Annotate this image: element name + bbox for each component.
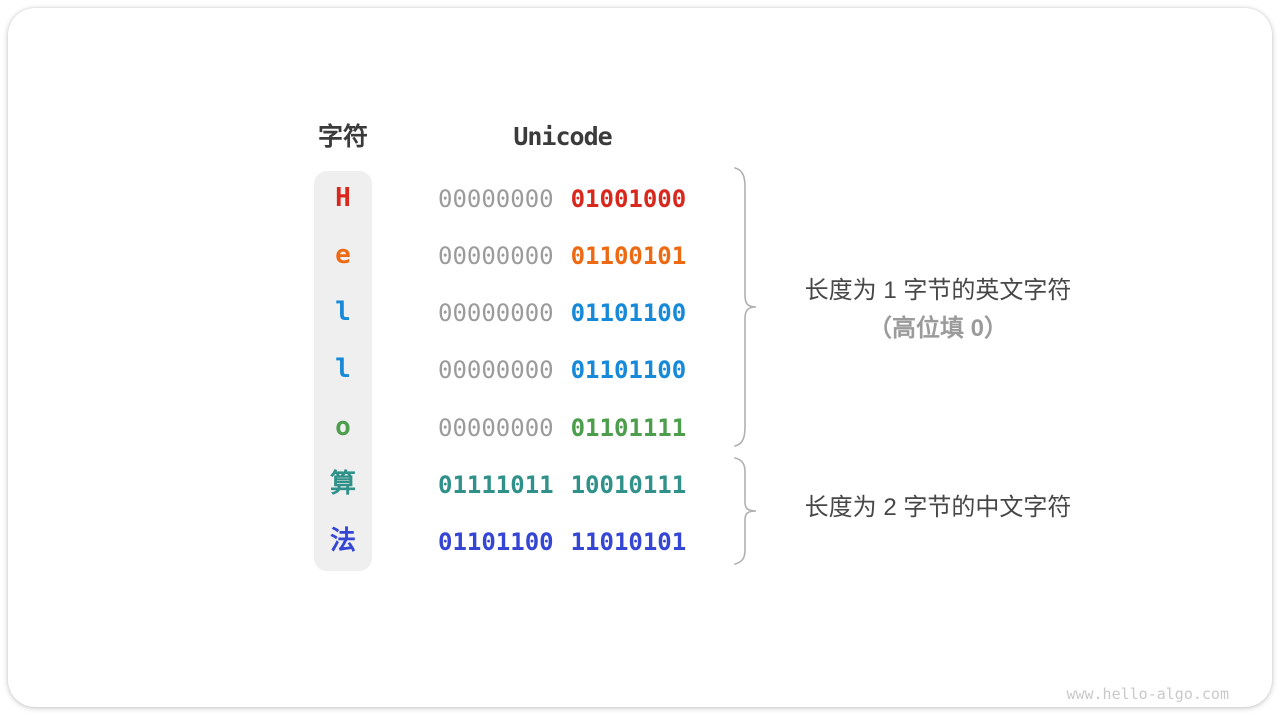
annotation-line: 长度为 2 字节的中文字符 [804,494,1072,521]
byte1-cell: 00000000 [438,241,554,270]
brace-icon [734,457,758,565]
annotation-english-chars: 长度为 1 字节的英文字符 （高位填 0） [778,272,1098,348]
site-url-watermark: www.hello-algo.com [1066,685,1229,703]
byte1-cell: 01111011 [438,470,554,499]
diagram-card: 字符 Unicode H 00000000 01001000 e 0000000… [8,8,1272,707]
char-column-header: 字符 [317,123,368,151]
char-cell: o [335,412,351,442]
annotation-line: （高位填 0） [867,315,1008,342]
char-cell: l [335,297,351,327]
byte2-cell: 01101100 [570,355,687,384]
table-row: o 00000000 01101111 [8,399,1272,456]
byte2-cell: 01001000 [570,184,687,213]
unicode-column-header: Unicode [513,122,612,151]
annotation-line: 长度为 1 字节的英文字符 [804,277,1072,304]
brace-icon [734,167,758,447]
byte2-cell: 01101111 [570,413,687,442]
byte1-cell: 01101100 [438,527,554,556]
table-row: H 00000000 01001000 [8,170,1272,227]
table-row: 法 01101100 11010101 [8,513,1272,570]
char-cell: l [335,354,351,384]
table-row: 算 01111011 10010111 [8,456,1272,513]
byte2-cell: 01101100 [570,298,687,327]
char-cell: 算 [329,469,356,499]
char-cell: 法 [329,526,356,556]
byte2-cell: 10010111 [570,470,687,499]
byte2-cell: 01100101 [570,241,687,270]
byte1-cell: 00000000 [438,184,554,213]
byte1-cell: 00000000 [438,355,554,384]
byte1-cell: 00000000 [438,413,554,442]
table-row: l 00000000 01101100 [8,341,1272,398]
char-cell: e [335,240,351,270]
encoding-table: H 00000000 01001000 e 00000000 01100101 … [8,8,1272,707]
char-column-background [314,171,372,571]
char-cell: H [335,183,351,213]
table-row: e 00000000 01100101 [8,227,1272,284]
annotation-chinese-chars: 长度为 2 字节的中文字符 [778,489,1098,527]
byte1-cell: 00000000 [438,298,554,327]
byte2-cell: 11010101 [570,527,687,556]
table-row: l 00000000 01101100 [8,284,1272,341]
